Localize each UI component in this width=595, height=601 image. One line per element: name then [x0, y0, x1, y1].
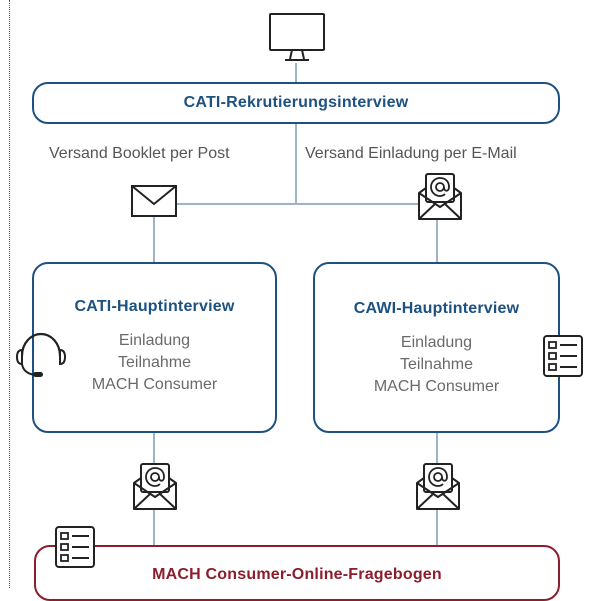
- cati-recruitment-title: CATI-Rekrutierungsinterview: [183, 94, 409, 111]
- cati-line-3: MACH Consumer: [91, 376, 218, 393]
- mach-online-questionnaire-box: MACH Consumer-Online-Fragebogen: [34, 545, 560, 601]
- cawi-main-title: CAWI-Hauptinterview: [353, 300, 520, 317]
- cawi-main-box: CAWI-Hauptinterview Einladung Teilnahme …: [313, 262, 560, 433]
- email-at-icon-left: [131, 461, 179, 513]
- form-list-icon-bottom: [54, 525, 96, 569]
- cati-line-1: Einladung: [118, 332, 191, 349]
- form-list-icon: [542, 334, 584, 378]
- monitor-icon: [268, 12, 326, 64]
- cati-main-lines: Einladung Teilnahme MACH Consumer: [34, 330, 275, 396]
- label-email: Versand Einladung per E-Mail: [305, 145, 517, 162]
- cawi-line-1: Einladung: [400, 334, 473, 351]
- cati-line-2: Teilnahme: [118, 354, 191, 371]
- cawi-line-2: Teilnahme: [400, 356, 473, 373]
- email-at-icon-right: [414, 461, 462, 513]
- cati-main-box: CATI-Hauptinterview Einladung Teilnahme …: [32, 262, 277, 433]
- cati-recruitment-box: CATI-Rekrutierungsinterview: [32, 82, 560, 124]
- envelope-icon: [130, 184, 178, 218]
- connector-monitor: [295, 63, 297, 83]
- label-post: Versand Booklet per Post: [49, 145, 230, 162]
- connector-horizontal: [153, 203, 438, 205]
- cawi-main-lines: Einladung Teilnahme MACH Consumer: [315, 332, 558, 398]
- cati-main-title: CATI-Hauptinterview: [74, 298, 235, 315]
- connector-right-down: [436, 203, 438, 263]
- email-at-icon: [416, 171, 464, 223]
- connector-left-down: [153, 203, 155, 263]
- mach-online-questionnaire-title: MACH Consumer-Online-Fragebogen: [152, 566, 442, 583]
- cawi-line-3: MACH Consumer: [373, 378, 500, 395]
- connector-top-trunk: [295, 123, 297, 204]
- dotted-left-border: [9, 0, 10, 588]
- headset-icon: [14, 330, 68, 380]
